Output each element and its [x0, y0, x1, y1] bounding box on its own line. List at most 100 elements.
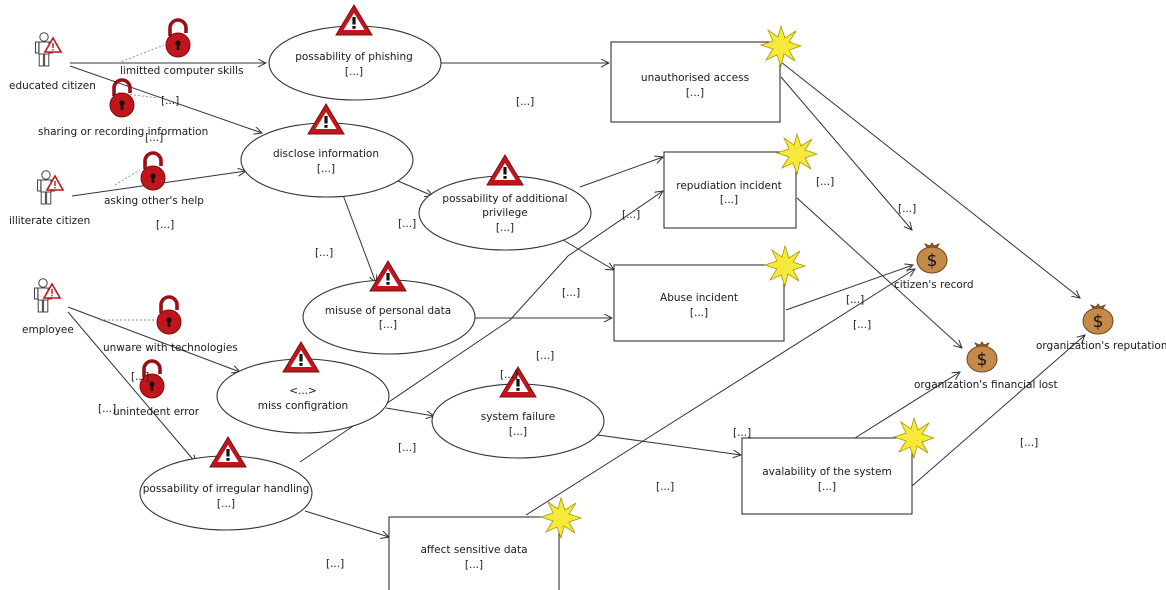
edge-label: [...]: [398, 442, 416, 454]
asset-citizen-record[interactable]: $ citizen's record: [894, 242, 974, 291]
incident-sensitive-data[interactable]: affect sensitive data [...]: [388, 497, 582, 590]
incident-abuse[interactable]: Abuse incident [...]: [613, 245, 806, 342]
threat-system-failure[interactable]: system failure [...]: [431, 366, 605, 459]
vuln-link-asking: [114, 169, 141, 186]
threat-detail: [...]: [509, 426, 527, 438]
edge-misconfig-failure: [385, 407, 434, 416]
person-icon: [34, 31, 62, 67]
incident-detail: [...]: [690, 307, 708, 319]
vulnerability-label: asking other's help: [104, 195, 204, 207]
incident-repudiation[interactable]: repudiation incident [...]: [663, 133, 818, 229]
threat-disclose[interactable]: disclose information [...]: [240, 103, 414, 198]
edge-label: [...]: [98, 403, 116, 415]
edge-irregular-repudiation: [299, 191, 663, 463]
threat-privilege[interactable]: possability of additional privilege [...…: [418, 154, 592, 251]
vulnerability-label: sharing or recording information: [38, 126, 208, 138]
threat-detail: [...]: [496, 222, 514, 234]
threat-title: misuse of personal data: [325, 305, 451, 317]
asset-label: citizen's record: [894, 279, 974, 291]
threat-misconfiguration[interactable]: <...> miss configration: [216, 341, 390, 434]
vulnerability-label: limitted computer skills: [120, 65, 243, 77]
incident-availability[interactable]: avalability of the system [...]: [741, 417, 935, 515]
vulnerability-computer-skills[interactable]: limitted computer skills: [120, 18, 243, 77]
edge-disclose-misuse: [342, 194, 376, 283]
edge-label: [...]: [622, 209, 640, 221]
edge-label: [...]: [156, 219, 174, 231]
asset-label: organization's reputation: [1036, 340, 1166, 352]
edge-privilege-repudiation: [579, 157, 663, 188]
edge-availability-financial: [854, 372, 960, 439]
edge-label: [...]: [516, 96, 534, 108]
vulnerability-sharing[interactable]: sharing or recording information: [38, 78, 208, 138]
edge-educated-disclose: [69, 65, 262, 133]
person-icon: [36, 170, 64, 205]
warning-triangle-icon: [369, 260, 407, 292]
incident-detail: [...]: [720, 194, 738, 206]
edge-label: [...]: [562, 287, 580, 299]
threat-misuse[interactable]: misuse of personal data [...]: [302, 260, 476, 355]
warning-triangle-icon: [486, 154, 524, 186]
incident-unauthorised-access[interactable]: unauthorised access [...]: [610, 25, 802, 123]
warning-triangle-icon: [335, 4, 373, 36]
edges: [67, 44, 1085, 537]
vuln-link-computer-skills: [117, 44, 165, 64]
threat-title: disclose information: [273, 148, 379, 160]
actor-label: illiterate citizen: [9, 215, 90, 227]
asset-financial[interactable]: $ organization's financial lost: [914, 341, 1058, 391]
threat-title: possability of irregular handling: [143, 483, 310, 495]
actor-employee[interactable]: employee: [22, 277, 74, 336]
threat-detail: [...]: [317, 163, 335, 175]
edge-sensitive-citizen: [525, 269, 915, 516]
incident-title: Abuse incident: [660, 292, 738, 304]
actor-label: educated citizen: [9, 80, 96, 92]
warning-triangle-icon: [307, 103, 345, 135]
incident-detail: [...]: [818, 481, 836, 493]
vulnerability-asking[interactable]: asking other's help: [104, 151, 204, 207]
threat-title-line2: privilege: [482, 207, 528, 219]
edge-label: [...]: [315, 247, 333, 259]
threat-title: possability of phishing: [295, 51, 413, 63]
threat-phishing[interactable]: possability of phishing [...]: [268, 4, 442, 101]
vulnerability-unintended[interactable]: unintedent error: [113, 359, 200, 418]
edge-unauth-citizen: [780, 76, 912, 230]
dollar-sign: $: [927, 251, 938, 271]
actor-illiterate-citizen[interactable]: illiterate citizen: [9, 170, 90, 227]
incident-title: avalability of the system: [762, 466, 892, 478]
open-padlock-icon: [164, 18, 192, 59]
vulnerability-unaware[interactable]: unware with technologies: [103, 295, 238, 354]
asset-reputation[interactable]: $ organization's reputation: [1036, 303, 1166, 352]
dollar-sign: $: [1093, 312, 1104, 332]
threat-title-line1: possability of additional: [442, 193, 567, 205]
incident-detail: [...]: [686, 87, 704, 99]
edge-labels: [...] [...] [...] [...] [...] [...] [...…: [98, 95, 1038, 570]
edge-availability-reputation: [911, 335, 1085, 487]
edge-label: [...]: [816, 176, 834, 188]
actor-label: employee: [22, 324, 74, 336]
threat-detail: [...]: [217, 498, 235, 510]
vuln-link-sharing: [117, 92, 159, 99]
edge-label: [...]: [398, 218, 416, 230]
edge-label: [...]: [131, 371, 149, 383]
edge-privilege-abuse: [562, 239, 614, 270]
edge-label: [...]: [1020, 437, 1038, 449]
edge-label: [...]: [161, 95, 179, 107]
dollar-sign: $: [977, 350, 988, 370]
warning-triangle-icon: [282, 341, 320, 373]
threat-irregular-handling[interactable]: possability of irregular handling [...]: [139, 436, 313, 531]
edge-label: [...]: [145, 132, 163, 144]
edge-failure-availability: [597, 434, 741, 455]
edge-label: [...]: [853, 319, 871, 331]
vulnerability-label: unware with technologies: [103, 342, 238, 354]
edge-disclose-privilege: [397, 180, 433, 196]
edge-label: [...]: [656, 481, 674, 493]
threat-title: system failure: [481, 411, 555, 423]
incident-title: repudiation incident: [676, 180, 782, 192]
edge-label: [...]: [846, 294, 864, 306]
open-padlock-icon: [108, 78, 136, 119]
actor-educated-citizen[interactable]: educated citizen: [9, 31, 96, 92]
edge-label: [...]: [536, 350, 554, 362]
open-padlock-icon: [139, 151, 167, 192]
incident-title: affect sensitive data: [420, 544, 527, 556]
edge-repudiation-financial: [796, 197, 962, 348]
